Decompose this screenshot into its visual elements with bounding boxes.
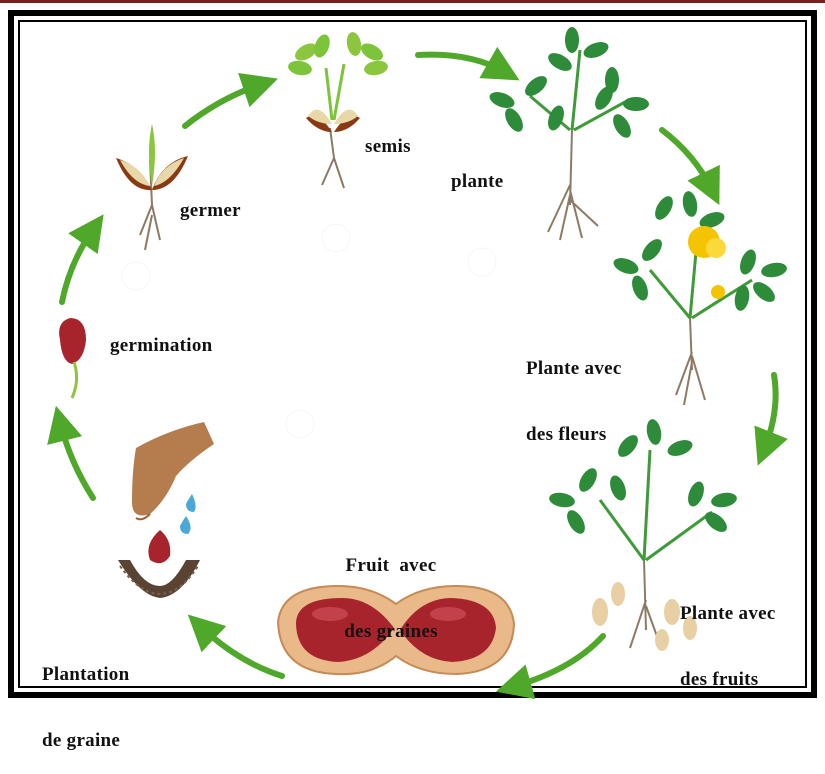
arrow-fruit-to-plantation — [200, 626, 282, 676]
germer-seedling — [116, 124, 188, 250]
arrow-plante-to-fleurs — [662, 130, 712, 190]
arrow-germination-to-germer — [62, 228, 94, 302]
label-plantation-line2: de graine — [42, 730, 129, 752]
label-plante-fruits: Plante avec des fruits — [680, 559, 776, 713]
plante-fleurs-image — [611, 190, 788, 405]
label-plante: plante — [451, 171, 503, 193]
label-plante-fleurs-line2: des fleurs — [526, 424, 622, 446]
label-fruit-graines: Fruit avec des graines — [318, 511, 464, 665]
planting-image — [118, 422, 214, 598]
label-germination: germination — [110, 335, 213, 357]
arrow-plantation-to-germination — [60, 422, 93, 498]
plante-image — [487, 27, 649, 240]
label-germer: germer — [180, 200, 241, 222]
label-plantation-line1: Plantation — [42, 664, 129, 686]
label-plante-fleurs-line1: Plante avec — [526, 358, 622, 380]
arrow-fruits-to-fruit — [512, 636, 603, 687]
germination-seed-image — [59, 318, 86, 398]
label-semis: semis — [365, 136, 411, 158]
label-plante-fleurs: Plante avec des fleurs — [526, 314, 622, 468]
watermark-marks — [122, 224, 496, 438]
arrow-germer-to-semis — [185, 84, 262, 126]
label-fruit-graines-line2: des graines — [318, 621, 464, 643]
label-plante-fruits-line1: Plante avec — [680, 603, 776, 625]
label-plantation-graine: Plantation de graine — [42, 620, 129, 774]
label-plante-fruits-line2: des fruits — [680, 669, 776, 691]
semis-seedling — [287, 31, 389, 188]
arrow-semis-to-plante — [418, 55, 505, 72]
arrow-fleurs-to-fruits — [764, 375, 776, 450]
label-fruit-graines-line1: Fruit avec — [318, 555, 464, 577]
